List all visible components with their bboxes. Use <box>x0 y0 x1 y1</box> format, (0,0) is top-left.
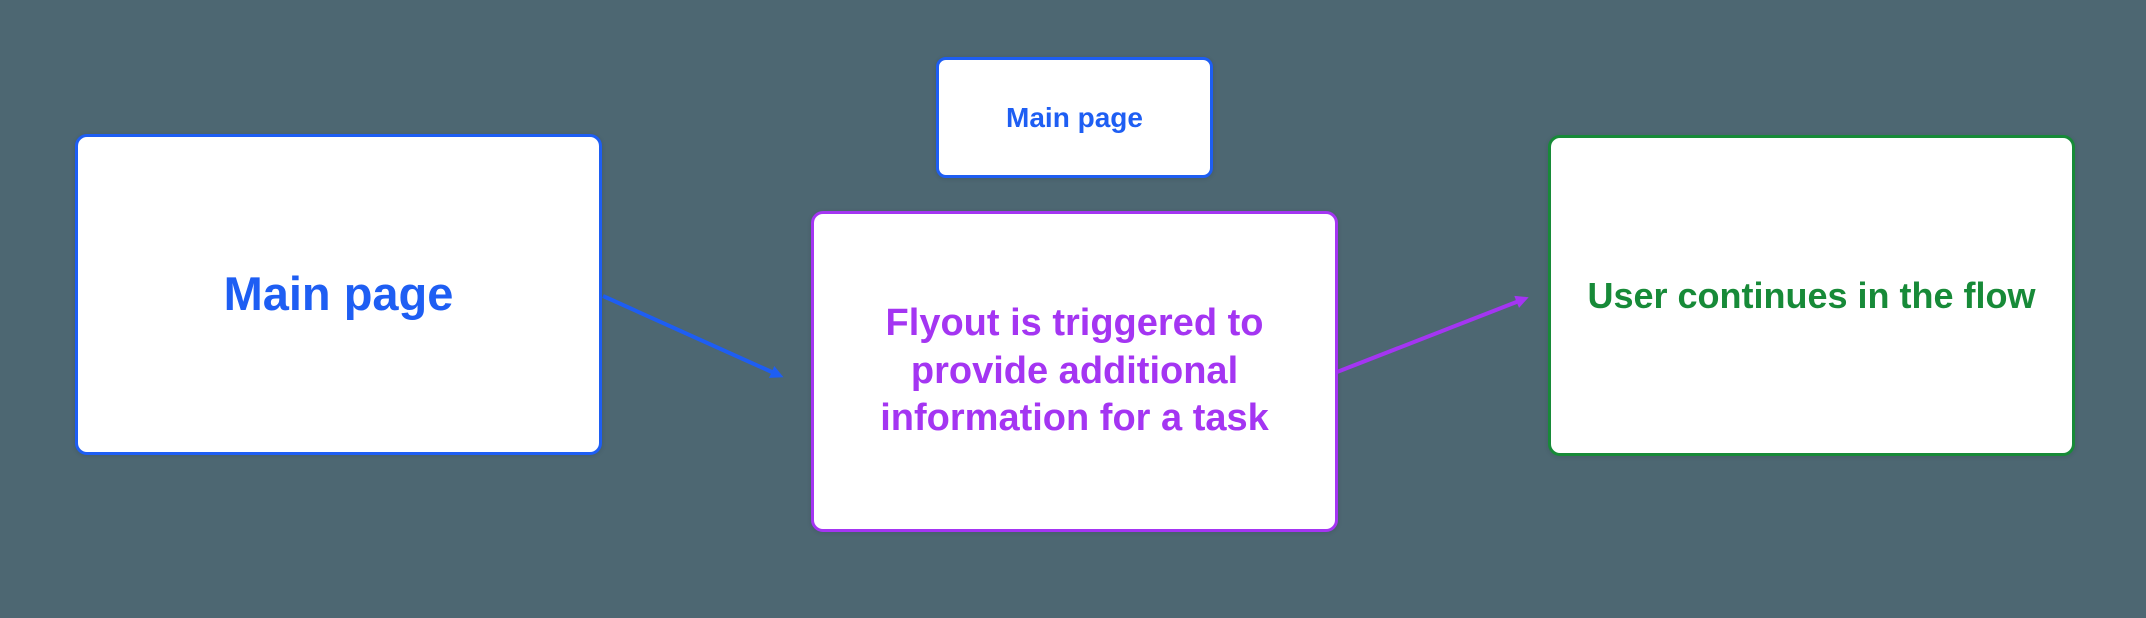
connector-flyout-to-continue[interactable] <box>1336 295 1529 374</box>
node-user-continues[interactable]: User continues in the flow <box>1548 135 2075 456</box>
node-flyout-label: Flyout is triggered to provide additiona… <box>880 302 1269 440</box>
node-main-page-label: Main page <box>223 267 454 321</box>
node-main-page[interactable]: Main page <box>75 134 602 455</box>
node-main-page-small[interactable]: Main page <box>936 57 1213 178</box>
node-flyout[interactable]: Flyout is triggered to provide additiona… <box>811 211 1338 532</box>
node-user-continues-label: User continues in the flow <box>1587 274 2036 316</box>
connector-main-page-to-flyout[interactable] <box>602 294 784 378</box>
node-main-page-small-label: Main page <box>1006 101 1143 133</box>
